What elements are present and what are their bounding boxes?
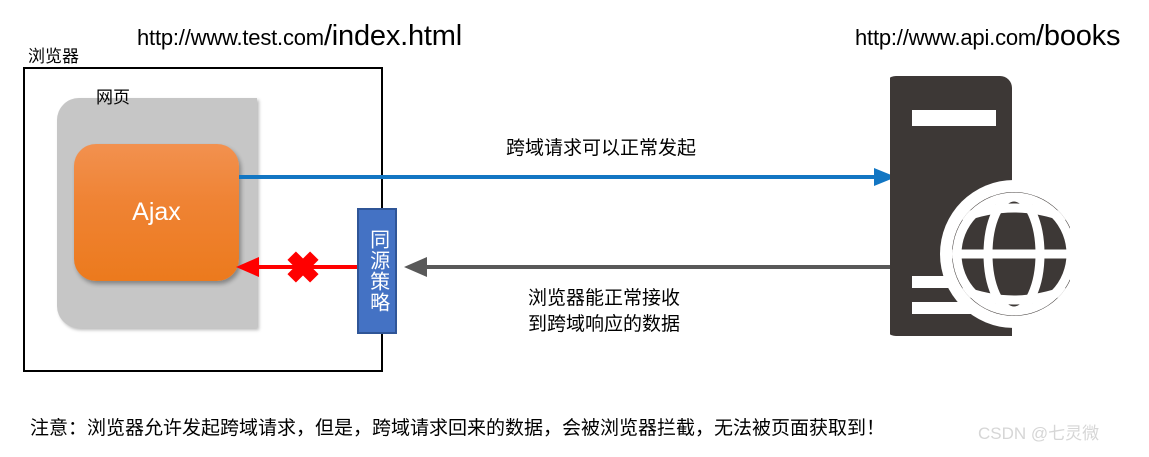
server-url-host: http://www.api.com (855, 25, 1037, 50)
server-url-label: http://www.api.com/books (855, 22, 1120, 51)
globe-icon (952, 192, 1070, 316)
client-url-host: http://www.test.com (137, 25, 324, 50)
note-text: 注意：浏览器允许发起跨域请求，但是，跨域请求回来的数据，会被浏览器拦截，无法被页… (30, 418, 886, 439)
response-caption: 浏览器能正常接收 到跨域响应的数据 (528, 288, 681, 335)
webpage-label: 网页 (96, 88, 130, 107)
same-origin-policy-label: 同源策略 (366, 229, 389, 313)
same-origin-policy-node: 同源策略 (357, 208, 397, 334)
response-arrow (404, 257, 900, 277)
ajax-label: Ajax (132, 198, 181, 226)
ajax-node: Ajax (74, 144, 239, 281)
server-globe-icon (890, 76, 1070, 336)
browser-label: 浏览器 (26, 47, 81, 67)
client-url-path: /index.html (323, 20, 462, 52)
watermark: CSDN @七灵微 (978, 424, 1100, 443)
request-caption: 跨域请求可以正常发起 (506, 138, 697, 159)
server-url-path: /books (1036, 20, 1121, 52)
client-url-label: http://www.test.com/index.html (137, 22, 462, 51)
